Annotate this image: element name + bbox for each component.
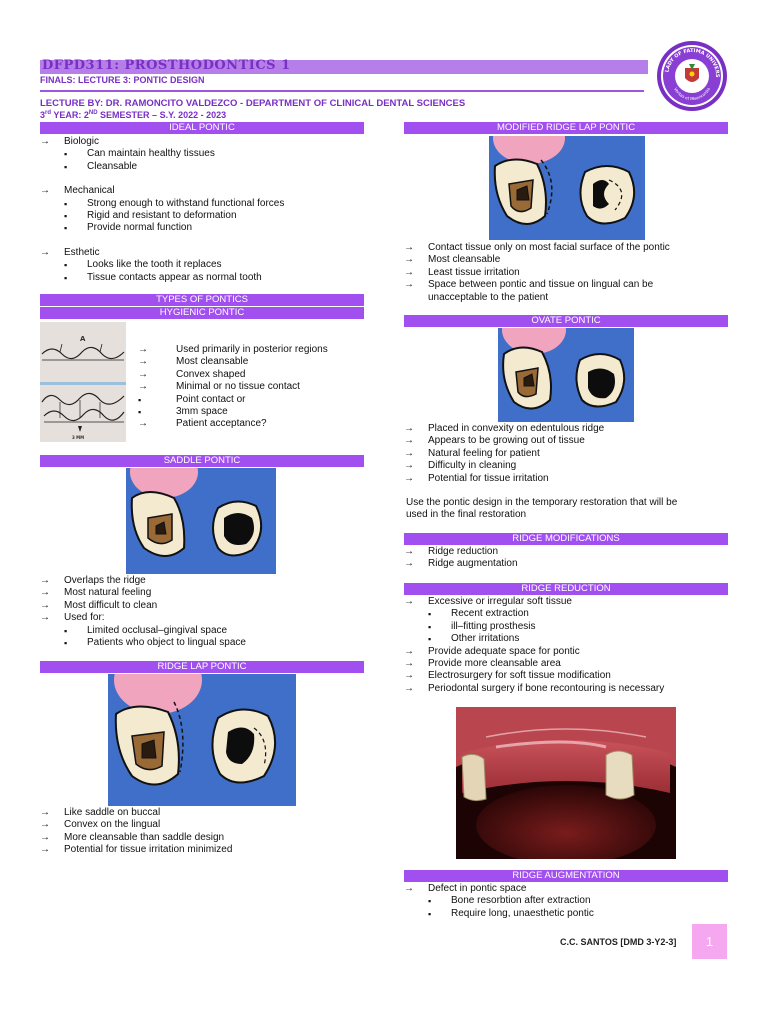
author-footer: C.C. SANTOS [DMD 3-Y2-3] — [560, 937, 677, 947]
ridge-reduction-clinical-photo — [456, 707, 676, 859]
lecture-title: FINALS: LECTURE 3: PONTIC DESIGN — [40, 75, 205, 85]
list-item: Recent extraction — [404, 608, 664, 621]
list-item: Defect in pontic space — [404, 883, 594, 896]
section-ridge-reduction: RIDGE REDUCTION — [404, 583, 728, 595]
list-item: Strong enough to withstand functional fo… — [40, 198, 284, 211]
list-item: Placed in convexity on edentulous ridge — [404, 423, 604, 436]
saddle-pontic-diagram — [126, 468, 276, 574]
ridge-lap-pontic-list: Like saddle on buccal Convex on the ling… — [40, 807, 232, 857]
page-number: 1 — [692, 924, 727, 959]
list-item: Difficulty in cleaning — [404, 460, 604, 473]
section-ridge-augmentation: RIDGE AUGMENTATION — [404, 870, 728, 882]
list-item: Provide normal function — [40, 222, 284, 235]
section-modified-ridge-lap-pontic: MODIFIED RIDGE LAP PONTIC — [404, 122, 728, 134]
list-item: Space between pontic and tissue on lingu… — [404, 279, 670, 292]
list-item: Cleansable — [40, 161, 284, 174]
list-item: Point contact or — [138, 394, 328, 407]
list-item: Patients who object to lingual space — [40, 637, 246, 650]
list-item: Esthetic — [40, 247, 284, 260]
year-line: 3rd YEAR: 2ND SEMESTER – S.Y. 2022 - 202… — [40, 110, 227, 120]
section-types-of-pontics: TYPES OF PONTICS — [40, 294, 364, 306]
ridge-augmentation-list: Defect in pontic space Bone resorbtion a… — [404, 883, 594, 921]
list-item: Appears to be growing out of tissue — [404, 435, 604, 448]
header-divider — [40, 90, 644, 92]
university-seal-logo: OUR LADY OF FATIMA UNIVERSITY Veritas et… — [656, 40, 727, 111]
section-saddle-pontic: SADDLE PONTIC — [40, 455, 364, 467]
list-item: Mechanical — [40, 185, 284, 198]
list-item: Most difficult to clean — [40, 600, 246, 613]
list-item: Used primarily in posterior regions — [138, 344, 328, 357]
list-item: ill–fitting prosthesis — [404, 621, 664, 634]
list-item: Other irritations — [404, 633, 664, 646]
list-item: Convex shaped — [138, 369, 328, 382]
modified-ridge-lap-pontic-diagram — [489, 136, 645, 240]
list-item: Electrosurgery for soft tissue modificat… — [404, 670, 664, 683]
hygienic-pontic-sketch: A 3 MM — [40, 322, 126, 442]
list-item: Excessive or irregular soft tissue — [404, 596, 664, 609]
section-ideal-pontic: IDEAL PONTIC — [40, 122, 364, 134]
list-item: Least tissue irritation — [404, 267, 670, 280]
list-item: More cleansable than saddle design — [40, 832, 232, 845]
list-item: Potential for tissue irritation — [404, 473, 604, 486]
list-item: Like saddle on buccal — [40, 807, 232, 820]
pontic-design-note: Use the pontic design in the temporary r… — [406, 497, 678, 521]
ovate-pontic-diagram — [498, 328, 634, 422]
list-item: Bone resorbtion after extraction — [404, 895, 594, 908]
list-item: Provide adequate space for pontic — [404, 646, 664, 659]
list-item: Can maintain healthy tissues — [40, 148, 284, 161]
course-title: DFPD311: PROSTHODONTICS 1 — [42, 58, 291, 73]
list-item: Most cleansable — [138, 356, 328, 369]
list-item: Periodontal surgery if bone recontouring… — [404, 683, 664, 696]
section-hygienic-pontic: HYGIENIC PONTIC — [40, 307, 364, 319]
section-ridge-modifications: RIDGE MODIFICATIONS — [404, 533, 728, 545]
list-item: Potential for tissue irritation minimize… — [40, 844, 232, 857]
list-item: Looks like the tooth it replaces — [40, 259, 284, 272]
ridge-modifications-list: Ridge reduction Ridge augmentation — [404, 546, 518, 571]
list-item: Most natural feeling — [40, 587, 246, 600]
lecturer-line: LECTURE BY: DR. RAMONCITO VALDEZCO - DEP… — [40, 98, 466, 109]
list-item: Minimal or no tissue contact — [138, 381, 328, 394]
modified-ridge-lap-pontic-list: Contact tissue only on most facial surfa… — [404, 242, 670, 304]
section-ovate-pontic: OVATE PONTIC — [404, 315, 728, 327]
list-item: unacceptable to the patient — [428, 291, 549, 303]
list-item: Biologic — [40, 136, 284, 149]
list-item: Convex on the lingual — [40, 819, 232, 832]
list-item: Limited occlusal–gingival space — [40, 625, 246, 638]
list-item: Rigid and resistant to deformation — [40, 210, 284, 223]
saddle-pontic-list: Overlaps the ridge Most natural feeling … — [40, 575, 246, 650]
hygienic-pontic-list: Used primarily in posterior regions Most… — [138, 344, 328, 431]
ridge-lap-pontic-diagram — [108, 674, 296, 806]
ovate-pontic-list: Placed in convexity on edentulous ridge … — [404, 423, 604, 485]
list-item: Natural feeling for patient — [404, 448, 604, 461]
svg-text:A: A — [80, 335, 86, 343]
svg-text:3 MM: 3 MM — [72, 435, 84, 440]
list-item: Require long, unaesthetic pontic — [404, 908, 594, 921]
ridge-reduction-list: Excessive or irregular soft tissue Recen… — [404, 596, 664, 696]
list-item: Most cleansable — [404, 254, 670, 267]
list-item: Provide more cleansable area — [404, 658, 664, 671]
ideal-pontic-list: Biologic Can maintain healthy tissues Cl… — [40, 136, 284, 284]
list-item: Tissue contacts appear as normal tooth — [40, 272, 284, 285]
list-item: Ridge augmentation — [404, 558, 518, 571]
list-item: Patient acceptance? — [138, 418, 328, 431]
list-item: Overlaps the ridge — [40, 575, 246, 588]
section-ridge-lap-pontic: RIDGE LAP PONTIC — [40, 661, 364, 673]
list-item: Contact tissue only on most facial surfa… — [404, 242, 670, 255]
list-item: Ridge reduction — [404, 546, 518, 559]
list-item: Used for: — [40, 612, 246, 625]
list-item: 3mm space — [138, 406, 328, 419]
header-bar — [40, 60, 648, 74]
